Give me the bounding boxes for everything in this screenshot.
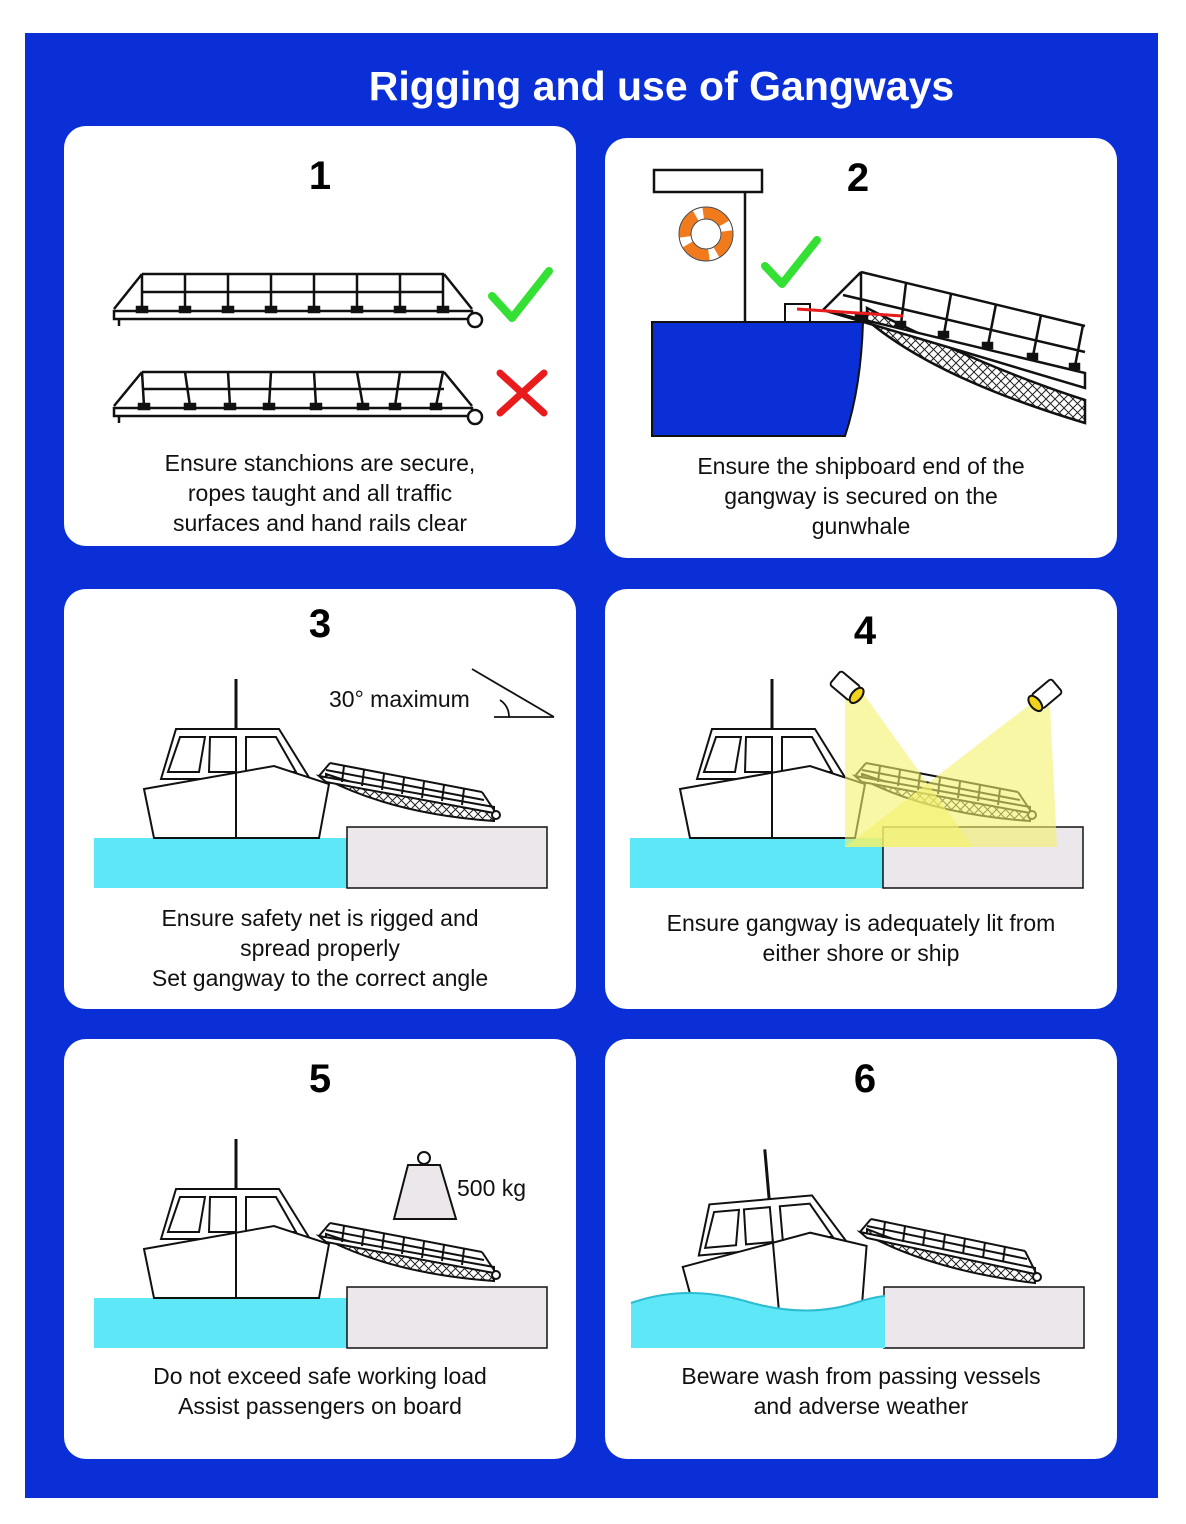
panel-number: 2 [846,156,870,200]
panel-caption: Do not exceed safe working load Assist p… [153,1363,487,1419]
panel-2: 2 [605,138,1117,558]
wheelhouse [652,168,764,322]
page-title: Rigging and use of Gangways [368,63,955,109]
water-wave [631,1292,885,1348]
gunwhale-block [784,303,811,323]
gangway [822,270,1087,425]
gunwhale-illustration [651,168,1087,437]
angle-indicator [471,668,555,718]
gangway-comparison-illustration [112,267,553,426]
check-icon [761,236,821,288]
panel-number: 6 [853,1057,877,1101]
gangway-correct [112,272,484,329]
water [630,838,885,888]
angle-label: 30° maximum [329,686,470,712]
ship-hull [651,321,865,437]
weight-icon [392,1151,458,1220]
gangway-incorrect [112,370,484,426]
poster: Rigging and use of Gangways 1 [25,33,1158,1498]
panel-number: 5 [308,1057,332,1101]
quay [883,1286,1085,1349]
panel-4: 4 [605,589,1117,1009]
gangway [315,762,501,823]
panel-number: 4 [853,609,877,653]
panel-3: 3 30° maximum [64,589,576,1009]
panel-caption: Ensure the shipboard end of the gangway … [697,453,1025,539]
panel-caption: Ensure stanchions are secure, ropes taug… [164,450,476,536]
panel-1: 1 [64,126,576,546]
quay [346,1286,548,1349]
wave-crest [630,1291,886,1312]
water [94,838,349,888]
cross-icon [496,369,548,417]
lighting-illustration [630,670,1084,889]
panel-caption: Ensure safety net is rigged and spread p… [151,905,489,991]
panel-caption: Beware wash from passing vessels and adv… [681,1363,1041,1419]
floodlight-icon [829,670,865,705]
boat [142,679,331,839]
check-icon [488,267,553,322]
panel-5: 5 500 kg [64,1039,576,1459]
panel-caption: Ensure gangway is adequately lit from ei… [666,910,1056,966]
light-beam-right [845,699,1057,847]
load-illustration: 500 kg [94,1139,548,1349]
angle-illustration: 30° maximum [94,668,555,889]
panel-6: 6 [605,1039,1117,1459]
gangway [856,1218,1042,1285]
lifebuoy-icon [678,206,734,262]
boat [678,679,867,839]
floodlight-icon [1027,678,1063,713]
panel-number: 1 [308,154,332,198]
panel-number: 3 [308,602,332,646]
weight-label: 500 kg [457,1175,526,1201]
quay [346,826,548,889]
boat [142,1139,331,1299]
gangway [315,1222,501,1283]
securing-line [796,307,904,318]
wash-illustration [630,1149,1085,1349]
water [94,1298,349,1348]
